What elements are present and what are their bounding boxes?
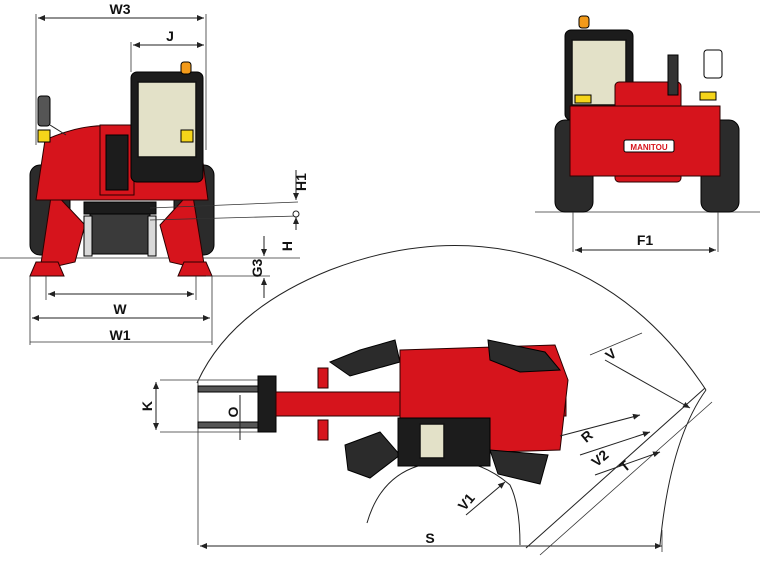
label-w3: W3 <box>110 1 131 17</box>
front-view: W3 J H1 H G3 W W1 <box>0 1 309 345</box>
label-v1: V1 <box>455 490 478 514</box>
inner-turning-arc <box>366 460 521 546</box>
mirror-icon <box>703 49 723 79</box>
outer-turning-arc <box>196 245 707 391</box>
label-v2: V2 <box>588 446 612 469</box>
label-g3: G3 <box>249 258 265 277</box>
right-stabiliser <box>159 188 206 271</box>
label-t: T <box>616 457 633 475</box>
label-s: S <box>425 530 434 546</box>
mirror-icon <box>37 95 51 127</box>
label-h1: H1 <box>293 173 309 191</box>
label-w: W <box>113 301 127 317</box>
label-v: V <box>602 345 620 364</box>
label-k: K <box>139 401 155 411</box>
left-stabiliser <box>39 188 86 271</box>
top-view: K O V R V2 T V1 S <box>139 245 713 556</box>
label-w1: W1 <box>110 327 131 343</box>
label-r: R <box>578 427 596 446</box>
manitou-logo: MANITOU <box>630 143 667 152</box>
label-h: H <box>279 241 295 251</box>
label-j: J <box>166 28 174 44</box>
beacon-icon <box>180 61 192 75</box>
label-f1: F1 <box>637 232 654 248</box>
rear-view: MANITOU F1 <box>535 15 760 253</box>
label-o: O <box>225 406 241 417</box>
